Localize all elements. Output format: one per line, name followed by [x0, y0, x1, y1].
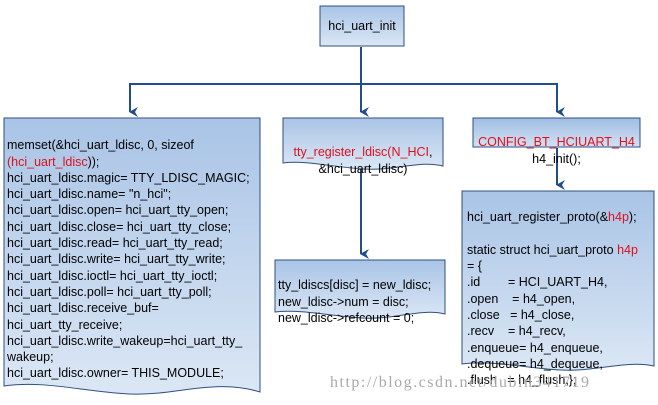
root-label: hci_uart_init	[328, 18, 396, 33]
ldisc-line: (hci_uart_ldisc));	[7, 154, 100, 169]
ldisc-line: hci_uart_ldisc.receive_buf=	[7, 301, 159, 316]
ldiscs-line: tty_ldiscs[disc] = new_ldisc;	[278, 278, 432, 293]
ldisc-line: hci_uart_ldisc.owner= THIS_MODULE;	[7, 366, 224, 381]
ldisc-setup-node: memset(&hci_uart_ldisc, 0, sizeof(hci_ua…	[4, 118, 260, 398]
ldisc-line: memset(&hci_uart_ldisc, 0, sizeof	[7, 138, 194, 153]
ldisc-line: hci_uart_ldisc.poll= hci_uart_tty_poll;	[7, 284, 212, 299]
ldisc-line: hci_uart_ldisc.open= hci_uart_tty_open;	[7, 203, 229, 218]
h4-config-shape	[472, 117, 641, 148]
proto-field: .id = HCI_UART_H4,	[467, 275, 608, 290]
proto-field: .recv = h4_recv,	[467, 324, 566, 339]
ldisc-line: hci_uart_tty_receive;	[7, 317, 123, 332]
root-node: hci_uart_init	[320, 6, 404, 46]
ldisc-line: hci_uart_ldisc.close= hci_uart_tty_close…	[7, 219, 232, 234]
ldisc-setup-shape	[3, 117, 261, 395]
h4-config-macro: CONFIG_BT_HCIUART_H4	[478, 135, 635, 150]
register-ldisc-shape	[282, 117, 444, 170]
proto-field: .enqueue= h4_enqueue,	[467, 340, 603, 355]
proto-field: .close = h4_close,	[467, 308, 575, 323]
h4-init-call: h4_init();	[532, 151, 581, 166]
ldisc-line: hci_uart_ldisc.name= "n_hci";	[7, 187, 172, 202]
proto-decl: static struct hci_uart_proto h4p	[467, 242, 638, 257]
proto-field: .dequeue= h4_dequeue,	[467, 356, 603, 371]
ldisc-line: hci_uart_ldisc.write_wakeup=hci_uart_tty…	[7, 333, 243, 348]
blank-line	[467, 226, 654, 242]
ldisc-line: hci_uart_ldisc.read= hci_uart_tty_read;	[7, 236, 223, 251]
connector-lines	[129, 47, 565, 259]
register-proto-call: hci_uart_register_proto(&h4p);	[467, 210, 637, 225]
register-ldisc-call: tty_register_ldisc(N_HCI,	[293, 145, 433, 160]
ldiscs-assign-node: tty_ldiscs[disc] = new_ldisc;new_ldisc->…	[275, 260, 445, 342]
proto-field: .open = h4_open,	[467, 291, 576, 306]
proto-field: .flush = h4_flush,};	[467, 373, 577, 388]
register-proto-shape	[461, 190, 655, 371]
ldisc-line: hci_uart_ldisc.write= hci_uart_tty_write…	[7, 252, 226, 267]
ldiscs-line: new_ldisc->refcount = 0;	[278, 310, 415, 325]
ldisc-line: hci_uart_ldisc.magic= TTY_LDISC_MAGIC;	[7, 170, 250, 185]
watermark: http://blog.csdn.net/dubin341719	[330, 374, 591, 391]
ldisc-line: wakeup;	[7, 350, 54, 365]
ldiscs-line: new_ldisc->num = disc;	[278, 294, 409, 309]
register-ldisc-node: tty_register_ldisc(N_HCI,&hci_uart_ldisc…	[283, 118, 443, 193]
ldisc-line: hci_uart_ldisc.ioctl= hci_uart_tty_ioctl…	[7, 268, 218, 283]
ldiscs-assign-shape	[274, 259, 446, 319]
root-box-shape	[319, 5, 405, 47]
register-ldisc-arg2: &hci_uart_ldisc)	[318, 161, 408, 176]
proto-field: = {	[467, 259, 482, 274]
register-proto-node: hci_uart_register_proto(&h4p); static st…	[462, 191, 654, 405]
